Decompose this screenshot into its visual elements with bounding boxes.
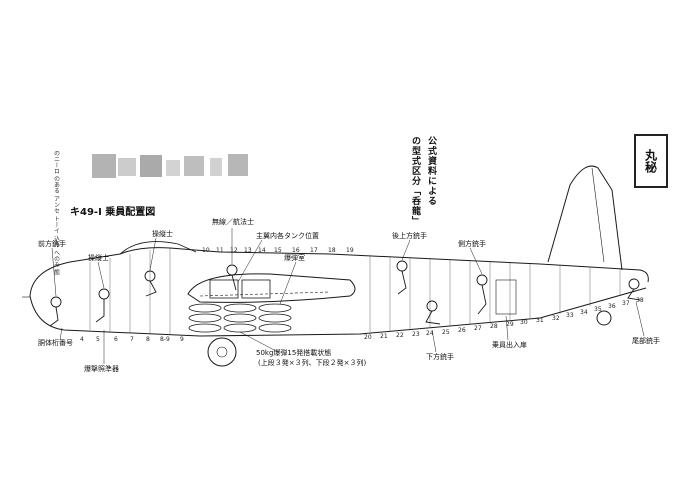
frame-number: 29: [506, 321, 514, 328]
label-radio-mechanic: 無線／航法士: [212, 218, 254, 226]
frame-number: 20: [364, 334, 372, 341]
frame-number: 32: [552, 315, 560, 322]
frame-number: 12: [230, 247, 238, 254]
frame-number: 35: [594, 306, 602, 313]
wing-section: [187, 273, 356, 303]
frame-number: 7: [130, 336, 134, 343]
frame-number: 10: [202, 247, 210, 254]
vertical-title: の型式区分「呑龍」: [410, 136, 420, 226]
frame-number: 11: [216, 247, 224, 254]
frame-number: 37: [622, 300, 630, 307]
label-bomb-bay: 爆弾室: [284, 254, 305, 262]
label-upper-gunner: 後上方銃手: [392, 232, 427, 240]
frame-number: 36: [608, 303, 616, 310]
frame-number: 24: [426, 330, 434, 337]
label-bomb-aimer: 爆撃照準器: [84, 365, 119, 373]
frame-number: 17: [310, 247, 318, 254]
bomb-rows: [188, 303, 292, 333]
margin-note: のニーロ のある アンセ トーイ 込み へのみ 態: [52, 150, 60, 276]
label-fuselage-bay: 胴体桁番号: [38, 339, 73, 347]
frame-number: 27: [474, 325, 482, 332]
label-fuel-tank: 主翼内各タンク位置: [256, 232, 319, 240]
frame-number: 18: [328, 247, 336, 254]
fuel-tank-1: [209, 279, 239, 299]
frame-number: 31: [536, 317, 544, 324]
label-pilot: 操縦士: [152, 230, 173, 238]
frame-number: 5: [96, 336, 100, 343]
frame-number: 6: [114, 336, 118, 343]
frame-number: 34: [580, 309, 588, 316]
crew-figures: [49, 260, 641, 327]
fuselage-top: [29, 247, 649, 297]
frame-number: 38: [636, 297, 644, 304]
frame-number: 15: [274, 247, 282, 254]
frame-number: 9: [180, 336, 184, 343]
main-wheel: [207, 337, 237, 367]
frame-number: 26: [458, 327, 466, 334]
tail-fin-outline: [547, 165, 623, 271]
frame-number: 8-9: [160, 336, 170, 343]
stamp-text: 丸秘: [643, 149, 658, 173]
frame-number: 14: [258, 247, 266, 254]
frame-number: 4: [80, 336, 84, 343]
frame-number: 28: [490, 323, 498, 330]
label-pilot-assistant: 操縦士: [88, 254, 109, 262]
frame-station-lines: [89, 248, 621, 335]
label-tail-gunner: 尾部銃手: [632, 337, 660, 345]
label-bomb-load-2: (上段３発×３列、下段２発×３列): [258, 359, 367, 367]
redacted-text-block: [92, 154, 248, 178]
label-crew-door: 乗員出入扉: [492, 341, 527, 349]
vertical-subtitle: 公式資料による: [426, 136, 436, 206]
frame-number: 23: [412, 331, 420, 338]
crew-door-outline: [495, 279, 517, 315]
frame-number: 30: [520, 319, 528, 326]
confidential-stamp: 丸秘: [634, 134, 668, 188]
frame-number: 33: [566, 312, 574, 319]
frame-number: 22: [396, 332, 404, 339]
label-forward-gunner: 前方銃手: [38, 240, 66, 248]
label-bomb-load-1: 50kg爆弾15発搭載状態: [256, 349, 332, 357]
tail-wheel: [596, 310, 612, 326]
frame-number: 25: [442, 329, 450, 336]
frame-number: 19: [346, 247, 354, 254]
frame-number: 13: [244, 247, 252, 254]
fuel-tank-2: [241, 279, 271, 299]
frame-number: 16: [292, 247, 300, 254]
leader-lines: [51, 228, 645, 364]
frame-number: 21: [380, 333, 388, 340]
label-lower-gunner: 下方銃手: [426, 353, 454, 361]
diagram-title: キ49-I 乗員配置図: [70, 207, 156, 218]
label-side-gunner: 側方銃手: [458, 240, 486, 248]
frame-number: 8: [146, 336, 150, 343]
fuselage-bottom: [29, 287, 647, 337]
